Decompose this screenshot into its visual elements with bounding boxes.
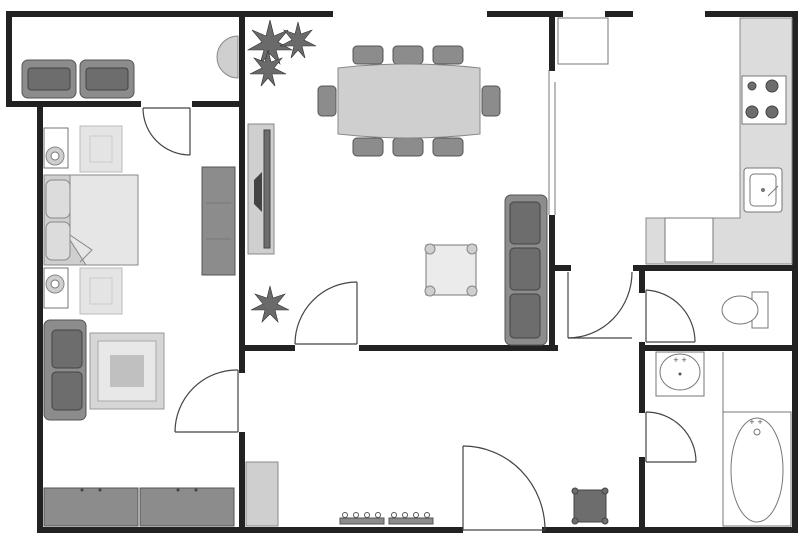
bedroom	[43, 107, 239, 527]
bedroom-armchair	[43, 319, 87, 421]
kitchen-door	[567, 271, 633, 339]
kitchen	[557, 17, 793, 265]
bedroom-hall-door	[174, 369, 239, 433]
bedroom-door	[142, 107, 191, 156]
nightstand-bottom	[43, 267, 69, 309]
plant-icon	[250, 285, 290, 323]
sofa	[504, 194, 548, 346]
dining-table	[317, 45, 501, 157]
nightstand-top	[43, 127, 69, 169]
armchair-right	[79, 59, 135, 99]
porch	[21, 35, 239, 99]
stool	[571, 487, 609, 525]
fridge	[557, 17, 609, 65]
toilet-room	[567, 271, 769, 343]
kitchen-sink	[743, 167, 783, 213]
bathroom-sink: + +	[655, 351, 705, 397]
wardrobe	[43, 487, 235, 527]
entrance-door	[462, 445, 546, 531]
bathroom: + + + +	[645, 351, 792, 527]
tv-unit	[247, 123, 275, 255]
bathtub: + +	[722, 411, 792, 527]
bathroom-door	[645, 411, 697, 463]
double-bed	[43, 174, 139, 266]
armchair-left	[21, 59, 77, 99]
living-dining	[246, 19, 556, 346]
porch-round-table	[216, 35, 239, 79]
plant-icon	[246, 19, 317, 87]
hall-cabinet	[245, 461, 279, 527]
dresser	[201, 166, 236, 276]
toilet-door	[645, 289, 696, 343]
bedroom-rug	[89, 332, 165, 410]
living-door	[294, 281, 358, 345]
coat-rack	[339, 512, 434, 525]
svg-text:+ +: + +	[673, 356, 687, 364]
svg-text:+ +: + +	[749, 418, 763, 426]
rug-small-bottom	[79, 267, 123, 315]
coffee-table	[424, 243, 478, 297]
walls	[6, 11, 798, 533]
stove	[741, 75, 787, 125]
toilet	[721, 291, 769, 329]
hallway	[245, 445, 609, 531]
rug-small-top	[79, 125, 123, 173]
